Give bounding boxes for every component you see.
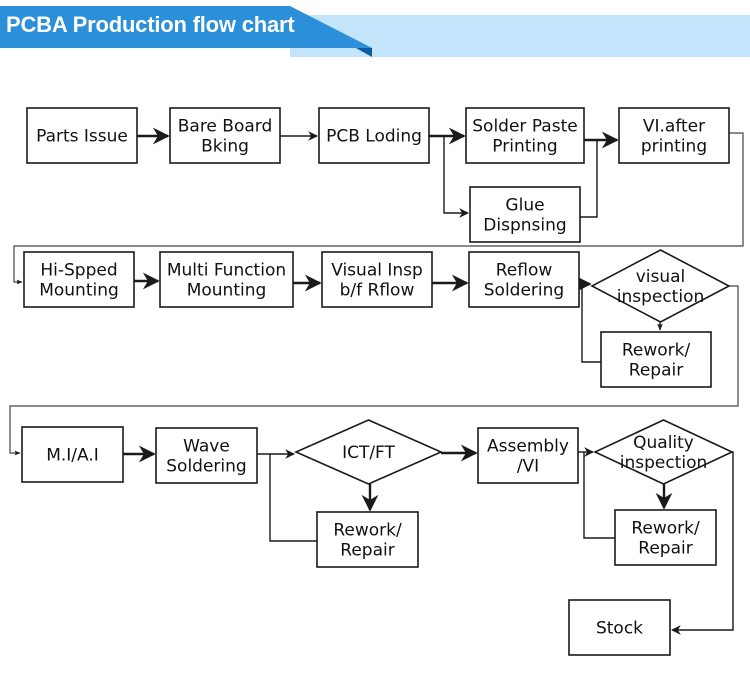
process-box: [21, 426, 124, 483]
node-label: Rework/: [631, 519, 700, 539]
node-label: PCB Loding: [326, 127, 422, 147]
node-label: Mounting: [39, 281, 119, 301]
node-label: Multi Function: [167, 261, 286, 281]
node-label: Quality: [633, 433, 694, 453]
node-label: Mounting: [187, 281, 267, 301]
node-label: Repair: [340, 541, 394, 561]
process-box: [159, 251, 294, 308]
process-box: [600, 331, 712, 388]
node-label: Stock: [596, 619, 643, 639]
node-assembly-vi: Assembly/VI: [477, 427, 579, 484]
process-box: [321, 251, 433, 308]
node-label: VI.after: [643, 117, 705, 137]
node-pcb-loding: PCB Loding: [318, 107, 430, 164]
node-label: /VI: [517, 457, 539, 477]
process-box: [465, 107, 585, 164]
banner-shape: [0, 6, 372, 57]
process-box: [26, 107, 138, 164]
node-label: ICT/FT: [342, 443, 395, 463]
node-ict-ft: ICT/FT: [294, 419, 443, 485]
node-rework-repair-1: Rework/Repair: [600, 331, 712, 388]
process-box: [468, 251, 580, 308]
node-label: Printing: [492, 137, 557, 157]
node-rework-repair-2: Rework/Repair: [316, 511, 419, 568]
node-mi-ai: M.I/A.I: [21, 426, 124, 483]
node-label: Bking: [201, 137, 249, 157]
process-box: [318, 107, 430, 164]
process-box: [477, 427, 579, 484]
node-label: b/f Rflow: [340, 281, 415, 301]
decision-diamond: [590, 249, 731, 323]
edge-glue-to-vi: [580, 140, 598, 218]
process-box: [469, 186, 581, 243]
edge-visual-to-miai: [9, 285, 739, 456]
edge-rework3-to-assemblyline: [583, 452, 615, 539]
node-label: Dispnsing: [483, 216, 566, 236]
process-box: [155, 427, 258, 484]
decision-diamond: [294, 419, 443, 485]
node-rework-repair-3: Rework/Repair: [614, 509, 717, 566]
node-label: M.I/A.I: [46, 446, 99, 466]
node-label: printing: [641, 137, 707, 157]
node-stock: Stock: [568, 599, 671, 656]
node-label: Reflow: [496, 261, 553, 281]
node-label: Parts Issue: [36, 127, 128, 147]
node-label: Hi-Spped: [40, 261, 117, 281]
node-label: Rework/: [622, 341, 691, 361]
node-label: Soldering: [484, 281, 564, 301]
process-box: [23, 251, 135, 308]
process-box: [618, 107, 730, 164]
edge-vi-to-hispeed: [13, 132, 744, 285]
node-label: Repair: [629, 361, 683, 381]
edge-pcb-to-glue: [443, 136, 469, 218]
process-box: [316, 511, 419, 568]
process-box: [169, 107, 281, 164]
node-label: Glue: [505, 196, 544, 216]
node-label: inspection: [617, 287, 705, 307]
node-label: Repair: [638, 539, 692, 559]
decision-diamond: [593, 419, 734, 485]
node-label: visual: [636, 267, 686, 287]
node-label: inspection: [620, 453, 708, 473]
edge-rework2-to-waveline: [269, 454, 317, 542]
node-label: Bare Board: [178, 117, 273, 137]
banner-fold: [356, 48, 372, 57]
node-label: Wave: [183, 437, 230, 457]
edge-rework1-to-reflowline: [581, 284, 601, 363]
node-label: Soldering: [166, 457, 246, 477]
banner-dark-ribbon: [0, 6, 372, 48]
node-label: Rework/: [333, 521, 402, 541]
process-box: [614, 509, 717, 566]
page-title: PCBA Production flow chart: [6, 12, 295, 37]
node-parts-issue: Parts Issue: [26, 107, 138, 164]
node-label: Solder Paste: [472, 117, 577, 137]
process-box: [568, 599, 671, 656]
node-label: Visual Insp: [331, 261, 423, 281]
node-label: Assembly: [487, 437, 569, 457]
